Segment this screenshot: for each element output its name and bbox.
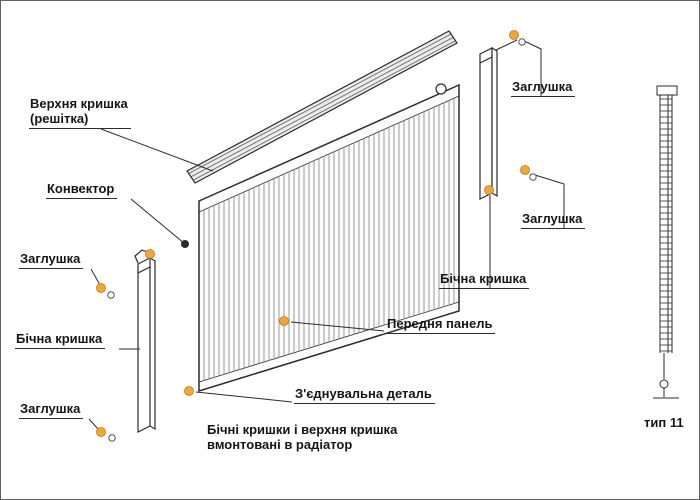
leader-top-cover	[100, 128, 214, 172]
marker-plug-left-bottom	[96, 427, 106, 437]
marker-plug-left-top	[96, 283, 106, 293]
leader-plug-top-right	[521, 39, 542, 97]
plug-cap-left-bottom	[108, 434, 116, 442]
label-top-cover-line2: (решітка)	[30, 111, 89, 126]
leader-front-panel	[290, 321, 385, 332]
leader-convector	[130, 198, 186, 245]
leader-plug-left-top	[90, 268, 101, 286]
label-front-panel: Передня панель	[386, 316, 496, 334]
leader-lines	[88, 39, 565, 431]
label-plug-left-bottom: Заглушка	[19, 401, 84, 419]
label-side-cover-right: Бічна кришка	[439, 271, 530, 289]
leader-connector-part	[195, 391, 293, 403]
marker-connector-part	[184, 386, 194, 396]
label-connector-part: З'єднувальна деталь	[294, 386, 435, 404]
plug-cap-right-mid	[529, 173, 537, 181]
note-assembly-line2: вмонтовані в радіатор	[207, 437, 353, 452]
label-side-cover-left: Бічна кришка	[15, 331, 106, 349]
leader-plug-to-cover-top	[495, 39, 518, 51]
side-cover-right	[479, 46, 498, 200]
vent-hole	[435, 83, 447, 95]
note-assembly-line1: Бічні кришки і верхня кришка	[207, 422, 398, 437]
label-convector: Конвектор	[46, 181, 118, 199]
leader-plug-right-mid	[534, 174, 565, 229]
label-type11: тип 11	[644, 415, 684, 430]
front-panel	[198, 83, 460, 393]
label-top-cover-line1: Верхня кришка	[30, 96, 128, 111]
type11-cross-section	[653, 85, 679, 399]
plug-caps	[107, 38, 537, 442]
label-plug-top-right: Заглушка	[511, 79, 576, 97]
plug-cap-left-top	[107, 291, 115, 299]
marker-plug-top-right	[509, 30, 519, 40]
marker-front-panel	[279, 316, 289, 326]
cross-section-fins	[660, 98, 672, 352]
note-assembly: Бічні кришки і верхня кришка вмонтовані …	[206, 422, 400, 454]
side-cover-left	[134, 249, 156, 433]
marker-side-cover-left	[145, 249, 155, 259]
plug-cap-top-right	[518, 38, 526, 46]
label-plug-left-top: Заглушка	[19, 251, 84, 269]
panel-ribs	[203, 98, 455, 381]
top-grille	[186, 30, 458, 184]
connection-markers	[96, 30, 530, 437]
marker-side-cover-right	[484, 185, 494, 195]
marker-plug-right-mid	[520, 165, 530, 175]
convector-marker	[181, 240, 189, 248]
label-plug-right-mid: Заглушка	[521, 211, 586, 229]
label-top-cover: Верхня кришка (решітка)	[29, 96, 131, 129]
leader-plug-left-bottom	[88, 418, 100, 431]
